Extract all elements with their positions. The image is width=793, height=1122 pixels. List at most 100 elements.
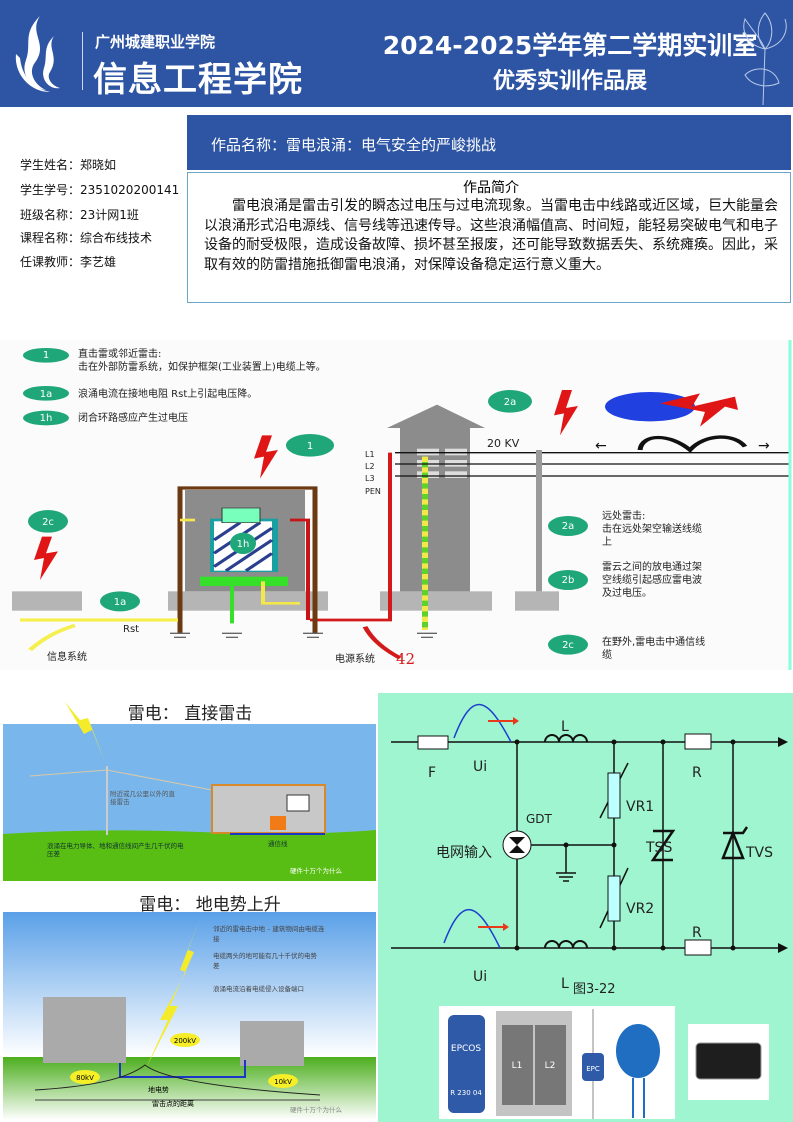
work-title-bar: 作品名称：雷电浪涌：电气安全的严峻挑战 [187,115,791,170]
svg-text:浪涌在电力导体、地和通信线间产生几千伏的电: 浪涌在电力导体、地和通信线间产生几千伏的电 [47,841,184,850]
lightning-icon-b [146,918,200,1068]
circuit-nodes [514,739,736,951]
legend-2c-line1: 在野外,雷电击中通信线 [602,635,705,648]
header-divider [82,32,83,90]
svg-text:邻近的雷电击中地 – 建筑物间由电缆连: 邻近的雷电击中地 – 建筑物间由电缆连 [213,924,325,933]
ground-symbols [170,632,437,639]
resistor-bottom [684,939,712,956]
college-logo-icon [15,16,60,92]
svg-text:图3-22: 图3-22 [573,982,616,997]
direct-strike-title: 雷电： 直接雷击 [128,704,252,724]
lightning-icons [34,390,578,581]
svg-text:L: L [561,719,569,735]
varistor-disc [616,1024,660,1078]
badge-1-center [286,434,334,457]
gdt-component [448,1015,485,1113]
svg-text:压差: 压差 [47,849,61,858]
building-right [240,1021,304,1066]
svg-text:硬件十万个为什么: 硬件十万个为什么 [290,1105,343,1114]
badge-2b-right [548,570,588,591]
badge-1a-ground-text: 1a [114,597,127,608]
cloud-icon [605,392,695,422]
info-system-label: 信息系统 [47,650,87,663]
label-l3: L3 [365,474,375,483]
svg-text:R: R [692,925,702,941]
svg-text:GDT: GDT [526,812,553,826]
power-arrow-icon [362,626,402,660]
svg-text:L2: L2 [545,1061,556,1071]
surge-waveform-bottom [443,909,501,949]
department-name: 信息工程学院 [93,60,303,100]
course-name: 课程名称：综合布线技术 [20,231,153,245]
varistor-vr1 [607,772,621,819]
label-pen: PEN [365,487,381,496]
svg-text:EPCOS: EPCOS [451,1044,481,1054]
exhibition-title: 2024-2025学年第二学期实训室 [382,31,758,60]
badge-2a-right [548,516,588,537]
legend-2a-line2: 击在远处架空输送线缆 [602,522,702,535]
poster-header: 广州城建职业学院 信息工程学院 2024-2025学年第二学期实训室 优秀实训作… [0,0,793,107]
svg-text:TVS: TVS [745,845,773,861]
inductor-l2 [535,1025,566,1105]
ground-building [380,591,492,611]
svg-text:TSS: TSS [645,840,672,856]
ground-middle [168,591,328,611]
svg-text:R 230 04: R 230 04 [450,1089,482,1097]
label-l2: L2 [365,462,375,471]
arrow-left-icon: ← [595,438,607,454]
surge-overview-diagram: 1 直击雷或邻近雷击: 击在外部防雷系统，如保护框架(工业装置上)电缆上等。 1… [0,340,793,670]
svg-text:电缆两头的地可能有几十千伏的电势: 电缆两头的地可能有几十千伏的电势 [213,951,318,960]
arrow-right-icon: → [758,438,770,454]
svg-text:VR1: VR1 [626,799,654,815]
utility-pole [536,450,542,592]
svg-text:地电势: 地电势 [148,1085,169,1094]
badge-1h-text: 1h [40,413,53,424]
page-number: 42 [396,650,415,668]
legend-2b-line2: 空线缆引起感应雷电波 [602,573,702,586]
badge-2a-right-text: 2a [562,521,575,532]
exhibition-subtitle: 优秀实训作品展 [492,69,647,94]
direct-strike-grass [3,830,376,881]
lightning-icon-a [65,702,105,762]
wave-icon [637,435,748,453]
badge-2a-top [488,390,532,413]
badge-2a-top-text: 2a [504,397,517,408]
ground-potential-grass [3,1057,376,1120]
legend-2c-line2: 缆 [602,648,612,661]
badge-1a [23,386,69,401]
badge-2c-right [548,634,588,655]
varistor-vr2 [607,875,621,922]
badge-2b-right-text: 2b [562,575,575,586]
legend-1-line1: 直击雷或邻近雷击: [78,347,161,360]
legend-2b-line3: 及过电压。 [602,586,652,599]
power-system-label: 电源系统 [335,652,375,665]
info-arrow-icon [28,623,77,652]
right-legend: 2a 远处雷击: 击在远处架空输送线缆 上 2b 雷云之间的放电通过架 空线缆引… [562,510,706,661]
badge-2c-left [28,510,68,533]
school-name: 广州城建职业学院 [95,33,216,51]
ground-pole [515,591,559,611]
diagram-shapes [12,348,790,660]
class-name: 班级名称：23计网1班 [20,208,139,222]
power-lines [395,452,790,477]
work-intro-box: 作品简介 雷电浪涌是雷击引发的瞬态过电压与过电流现象。当雷电击中线路或近区域，巨… [187,172,791,303]
svg-text:接雷击: 接雷击 [110,797,130,806]
teacher-name: 任课教师：李艺雄 [20,255,117,269]
svg-text:电网输入: 电网输入 [436,845,492,861]
badge-1a-ground [100,591,140,612]
svg-text:80kV: 80kV [76,1074,94,1082]
svg-text:Ui: Ui [473,969,487,985]
intro-heading: 作品简介 [463,180,519,196]
badge-2c-left-text: 2c [42,517,54,528]
rst-label: Rst [123,624,139,635]
badge-1-center-text: 1 [307,441,313,452]
svg-text:R: R [692,765,702,781]
svg-text:接: 接 [213,934,220,943]
legend-1a: 浪涌电流在接地电阻 Rst上引起电压降。 [78,387,257,400]
student-name: 学生姓名：郑晓如 [20,158,117,172]
badge-1a-text: 1a [40,389,53,400]
intro-text: 雷电浪涌是雷击引发的瞬态过电压与过电流现象。当雷电击中线路或近区域，巨大能量会以… [204,198,778,273]
resistor-top [684,733,712,750]
